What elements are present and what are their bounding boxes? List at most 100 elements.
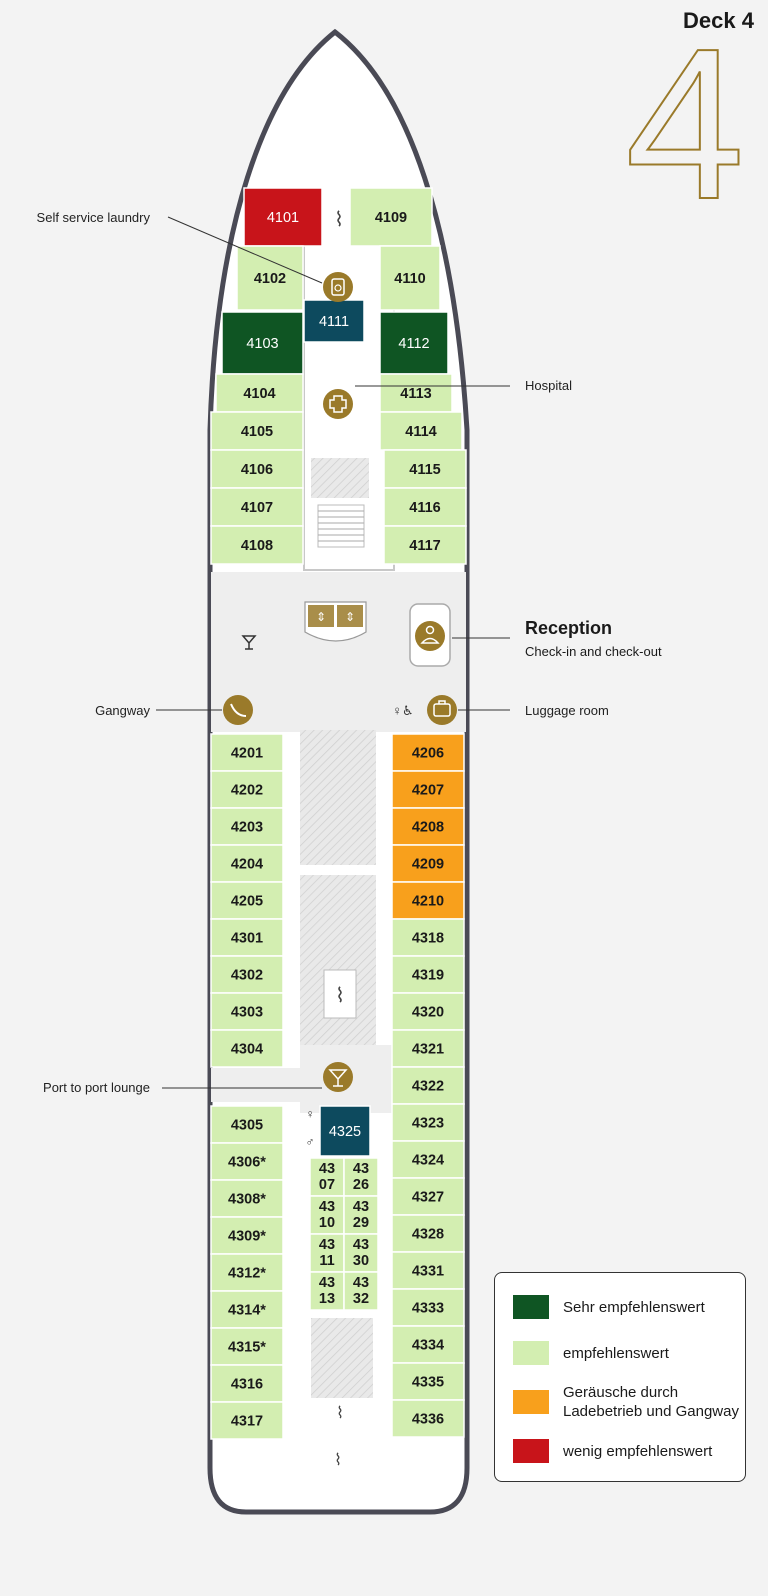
cabin-4309-star[interactable]: 4309*: [210, 1216, 284, 1255]
cabin-4314-star[interactable]: 4314*: [210, 1290, 284, 1329]
cabin-box[interactable]: [383, 449, 467, 489]
cabin-4102[interactable]: 4102: [236, 245, 304, 311]
cabin-box[interactable]: [391, 807, 465, 846]
cabin-box[interactable]: [236, 245, 304, 311]
cabin-box[interactable]: [379, 411, 463, 451]
cabin-box[interactable]: [379, 245, 441, 311]
cabin-4204[interactable]: 4204: [210, 844, 284, 883]
laundry-icon[interactable]: [323, 272, 353, 302]
cabin-box[interactable]: [343, 1157, 379, 1197]
cabin-4302[interactable]: 4302: [210, 955, 284, 994]
cabin-box[interactable]: [391, 881, 465, 920]
cabin-box[interactable]: [210, 449, 304, 489]
cabin-4113[interactable]: 4113: [379, 373, 453, 413]
cabin-box[interactable]: [391, 733, 465, 772]
cabin-4106[interactable]: 4106: [210, 449, 304, 489]
cabin-4320[interactable]: 4320: [391, 992, 465, 1031]
cabin-4301[interactable]: 4301: [210, 918, 284, 957]
cabin-box[interactable]: [391, 1066, 465, 1105]
cabin-box[interactable]: [391, 1140, 465, 1179]
cabin-4209[interactable]: 4209: [391, 844, 465, 883]
cabin-box[interactable]: [391, 1214, 465, 1253]
cabin-4322[interactable]: 4322: [391, 1066, 465, 1105]
cabin-box[interactable]: [243, 187, 323, 247]
cabin-box[interactable]: [391, 1103, 465, 1142]
cabin-4110[interactable]: 4110: [379, 245, 441, 311]
luggage-icon[interactable]: [427, 695, 457, 725]
lounge-icon[interactable]: [323, 1062, 353, 1092]
cabin-4105[interactable]: 4105: [210, 411, 304, 451]
cabin-4336[interactable]: 4336: [391, 1399, 465, 1438]
cabin-box[interactable]: [215, 373, 304, 413]
cabin-4112[interactable]: 4112: [379, 311, 449, 375]
cabin-box[interactable]: [210, 733, 284, 772]
cabin-4206[interactable]: 4206: [391, 733, 465, 772]
cabin-box[interactable]: [391, 955, 465, 994]
cabin-box[interactable]: [391, 844, 465, 883]
cabin-4305[interactable]: 4305: [210, 1105, 284, 1144]
cabin-box[interactable]: [391, 1399, 465, 1438]
cabin-box[interactable]: [210, 1253, 284, 1292]
cabin-box[interactable]: [391, 1288, 465, 1327]
cabin-4108[interactable]: 4108: [210, 525, 304, 565]
gangway-icon[interactable]: [223, 695, 253, 725]
cabin-4205[interactable]: 4205: [210, 881, 284, 920]
cabin-4318[interactable]: 4318: [391, 918, 465, 957]
cabin-box[interactable]: [309, 1233, 345, 1273]
cabin-box[interactable]: [210, 1216, 284, 1255]
cabin-box[interactable]: [210, 992, 284, 1031]
cabin-box[interactable]: [210, 525, 304, 565]
cabin-4315-star[interactable]: 4315*: [210, 1327, 284, 1366]
cabin-4101[interactable]: 4101: [243, 187, 323, 247]
cabin-4335[interactable]: 4335: [391, 1362, 465, 1401]
cabin-box[interactable]: [391, 1029, 465, 1068]
cabin-4304[interactable]: 4304: [210, 1029, 284, 1068]
cabin-4328[interactable]: 4328: [391, 1214, 465, 1253]
cabin-box[interactable]: [319, 1105, 371, 1157]
cabin-box[interactable]: [210, 1364, 284, 1403]
cabin-4114[interactable]: 4114: [379, 411, 463, 451]
cabin-4317[interactable]: 4317: [210, 1401, 284, 1440]
cabin-box[interactable]: [343, 1271, 379, 1311]
cabin-4308-star[interactable]: 4308*: [210, 1179, 284, 1218]
cabin-4107[interactable]: 4107: [210, 487, 304, 527]
cabin-4203[interactable]: 4203: [210, 807, 284, 846]
cabin-4319[interactable]: 4319: [391, 955, 465, 994]
cabin-4331[interactable]: 4331: [391, 1251, 465, 1290]
cabin-box[interactable]: [210, 770, 284, 809]
cabin-box[interactable]: [210, 1029, 284, 1068]
cabin-4104[interactable]: 4104: [215, 373, 304, 413]
cabin-4202[interactable]: 4202: [210, 770, 284, 809]
cabin-4103[interactable]: 4103: [221, 311, 304, 375]
cabin-4303[interactable]: 4303: [210, 992, 284, 1031]
cabin-4207[interactable]: 4207: [391, 770, 465, 809]
cabin-4111[interactable]: 4111: [303, 299, 365, 343]
cabin-4306-star[interactable]: 4306*: [210, 1142, 284, 1181]
cabin-4316[interactable]: 4316: [210, 1364, 284, 1403]
reception-icon[interactable]: [415, 621, 445, 651]
cabin-box[interactable]: [210, 955, 284, 994]
cabin-box[interactable]: [383, 525, 467, 565]
cabin-box[interactable]: [379, 311, 449, 375]
cabin-box[interactable]: [221, 311, 304, 375]
cabin-4327[interactable]: 4327: [391, 1177, 465, 1216]
cabin-4333[interactable]: 4333: [391, 1288, 465, 1327]
cabin-box[interactable]: [309, 1157, 345, 1197]
cabin-box[interactable]: [391, 1325, 465, 1364]
cabin-4115[interactable]: 4115: [383, 449, 467, 489]
cabin-4325[interactable]: 4325: [319, 1105, 371, 1157]
cabin-4116[interactable]: 4116: [383, 487, 467, 527]
cabin-box[interactable]: [391, 1251, 465, 1290]
cabin-box[interactable]: [210, 844, 284, 883]
cabin-4334[interactable]: 4334: [391, 1325, 465, 1364]
cabin-4210[interactable]: 4210: [391, 881, 465, 920]
cabin-4321[interactable]: 4321: [391, 1029, 465, 1068]
cabin-4208[interactable]: 4208: [391, 807, 465, 846]
cabin-4312-star[interactable]: 4312*: [210, 1253, 284, 1292]
